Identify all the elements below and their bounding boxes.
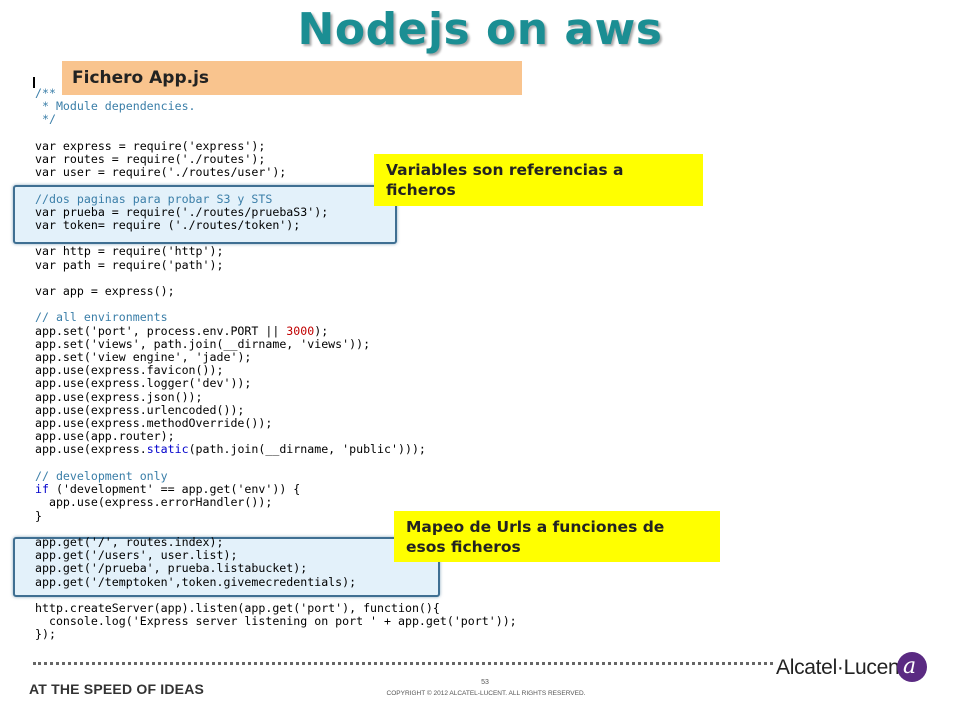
code-comment: // all environments	[35, 310, 168, 325]
tagline: AT THE SPEED OF IDEAS	[29, 681, 205, 697]
code-comment: //dos paginas para probar S3 y STS	[35, 191, 273, 206]
callout-variables: Variables son referencias a ficheros	[374, 154, 703, 206]
copyright-notice: COPYRIGHT © 2012 ALCATEL-LUCENT. ALL RIG…	[386, 690, 586, 697]
code-comment: // development only	[35, 468, 168, 483]
footer-dotted-divider	[33, 662, 773, 669]
brand-name: Alcatel·Lucent	[776, 656, 905, 679]
code-block: /** * Module dependencies. */ var expres…	[35, 86, 517, 642]
alcatel-lucent-logo-icon: a	[897, 652, 927, 682]
page-number: 53	[481, 679, 489, 686]
highlight-box-requires	[13, 185, 397, 244]
text-cursor	[33, 77, 35, 88]
code-comment: */	[35, 112, 56, 127]
slide-title: Nodejs on aws	[297, 4, 663, 55]
code-comment: * Module dependencies.	[35, 99, 196, 114]
callout-url-mapping: Mapeo de Urls a funciones de esos ficher…	[394, 511, 720, 562]
file-label: Fichero App.js	[62, 61, 522, 95]
code-comment: /**	[35, 86, 56, 100]
highlight-box-routes	[13, 537, 440, 597]
